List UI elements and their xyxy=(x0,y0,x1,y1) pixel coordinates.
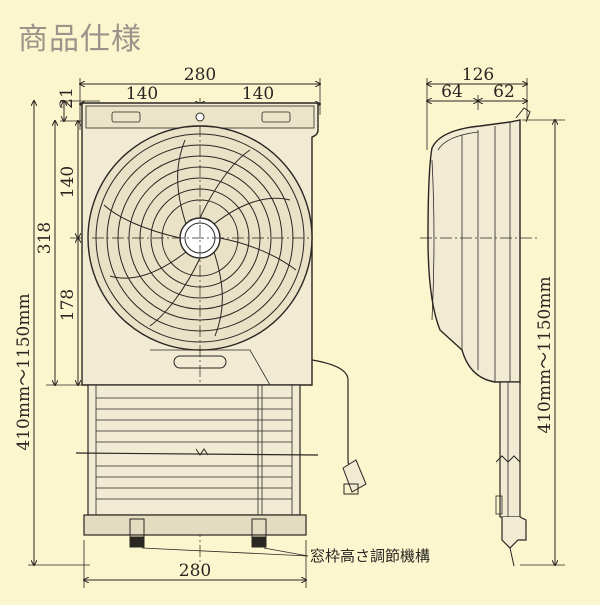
label-top-width: 280 xyxy=(184,65,216,85)
adjuster-left xyxy=(129,536,145,548)
side-rail xyxy=(499,381,521,518)
bottom-rail xyxy=(83,514,307,536)
side-foot xyxy=(501,516,527,549)
label-total-height: 318 xyxy=(35,222,55,254)
label-range-front: 410mm〜1150mm xyxy=(14,293,34,450)
label-top-left: 140 xyxy=(126,84,158,104)
label-bottom-width: 280 xyxy=(179,561,211,581)
side-view xyxy=(420,78,565,567)
label-depth-left: 64 xyxy=(441,82,463,102)
label-depth-right: 62 xyxy=(493,82,515,102)
label-upper-height: 140 xyxy=(58,166,78,198)
break-line xyxy=(75,452,319,456)
label-mechanism: 窓枠高さ調節機構 xyxy=(310,547,430,565)
label-top-right: 140 xyxy=(242,84,274,104)
page-title: 商品仕様 xyxy=(18,22,142,57)
label-depth: 126 xyxy=(462,65,494,85)
logo-plate xyxy=(173,355,227,369)
front-view xyxy=(28,78,367,588)
label-range-side: 410mm〜1150mm xyxy=(535,276,555,433)
label-lower-height: 178 xyxy=(58,289,78,321)
label-margin-top: 21 xyxy=(57,87,77,109)
extension-panel xyxy=(87,384,301,516)
side-body xyxy=(427,119,521,383)
adjuster-right xyxy=(251,536,267,548)
